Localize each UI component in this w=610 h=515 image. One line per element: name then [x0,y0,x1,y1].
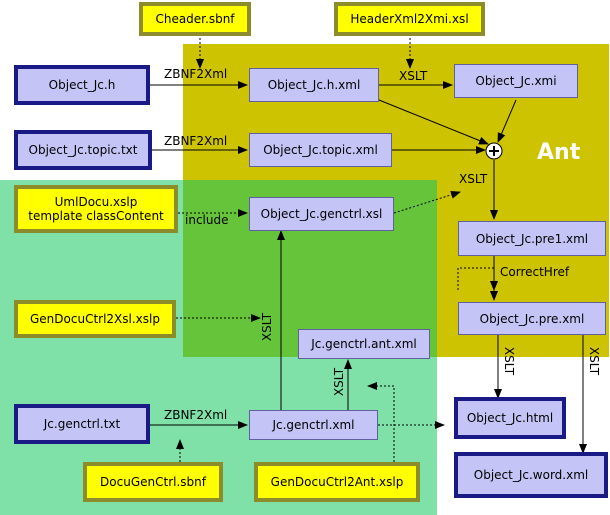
object-jc-pre-xml-box: Object_Jc.pre.xml [458,302,606,335]
edge-xmi-to-merge [497,99,517,143]
edge-label-xslt-html: XSLT [502,346,517,376]
edge-label-zbnf-h: ZBNF2Xml [164,67,228,81]
edge-label-xslt-xmi: XSLT [399,69,428,83]
umldocu-xslp-line2: template classContent [28,209,164,223]
edge-label-correct-href: CorrectHref [500,265,570,279]
object-jc-h-box: Object_Jc.h [14,65,150,105]
edge-gendocuctrl2ant-to-antxml [367,382,395,466]
jc-genctrl-xml-box: Jc.genctrl.xml [249,410,378,440]
edge-label-xslt-pre1: XSLT [459,172,488,186]
object-jc-word-xml-box: Object_Jc.word.xml [454,452,608,498]
object-jc-h-xml-box: Object_Jc.h.xml [249,68,379,102]
edge-hxml-to-merge [378,99,489,145]
edge-label-zbnf-genctrl: ZBNF2Xml [164,408,228,422]
headerxml2xmi-xsl-box: HeaderXml2Xmi.xsl [334,2,485,36]
edge-label-xslt-genctrl: XSLT [260,312,275,342]
object-jc-genctrl-xsl-box: Object_Jc.genctrl.xsl [249,197,394,231]
edge-correcthref [457,267,498,291]
edge-label-include: include [185,213,229,227]
cheader-sbnf-box: Cheader.sbnf [139,2,251,36]
gendocuctrl2ant-xslp-box: GenDocuCtrl2Ant.xslp [254,462,420,502]
umldocu-xslp-line1: UmlDocu.xslp [54,195,138,209]
edge-genctrlxsl-to-pre1 [393,190,461,214]
object-jc-xmi-box: Object_Jc.xmi [454,64,578,98]
object-jc-topic-txt-box: Object_Jc.topic.txt [14,130,152,170]
umldocu-xslp-box: UmlDocu.xslp template classContent [14,185,178,233]
docugenctrl-sbnf-box: DocuGenCtrl.sbnf [83,462,223,502]
jc-genctrl-txt-box: Jc.genctrl.txt [14,404,150,444]
edge-label-xslt-ant: XSLT [332,367,347,397]
ant-region-label: Ant [537,140,581,165]
edge-label-xslt-word: XSLT [587,346,602,376]
edge-label-zbnf-topic: ZBNF2Xml [164,134,228,148]
gendocuctrl2xsl-xslp-box: GenDocuCtrl2Xsl.xslp [14,300,176,338]
object-jc-topic-xml-box: Object_Jc.topic.xml [249,133,392,167]
jc-genctrl-ant-xml-box: Jc.genctrl.ant.xml [298,329,430,359]
object-jc-html-box: Object_Jc.html [454,397,566,439]
object-jc-pre1-xml-box: Object_Jc.pre1.xml [458,221,606,256]
